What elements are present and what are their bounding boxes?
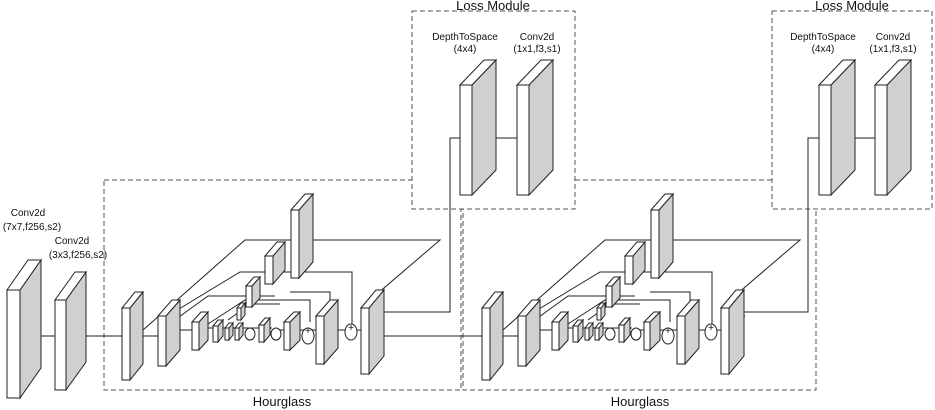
depth-to-space-label-2: DepthToSpace — [790, 32, 856, 43]
input-conv2-block — [54, 270, 87, 392]
loss-conv-params-2: (1x1,f3,s1) — [869, 44, 916, 55]
loss-module2-layers — [817, 58, 913, 197]
conv1-label-params: (7x7,f256,s2) — [3, 222, 61, 233]
conv2-label-params: (3x3,f256,s2) — [49, 250, 107, 261]
hourglass-box-1 — [103, 179, 462, 391]
depth-to-space-params-2: (4x4) — [812, 44, 835, 55]
add-operators: + + + + — [305, 323, 714, 337]
depth-to-space-params-1: (4x4) — [454, 44, 477, 55]
add-symbol: + — [708, 323, 714, 334]
add-symbol: + — [305, 326, 311, 337]
hourglass1-layers — [120, 192, 386, 382]
hourglass-label-2: Hourglass — [611, 394, 670, 409]
hourglass-label-1: Hourglass — [253, 394, 312, 409]
loss-module-title-2: Loss Module — [815, 0, 889, 13]
loss-conv-label-2: Conv2d — [876, 32, 910, 43]
loss-conv-label-1: Conv2d — [520, 32, 554, 43]
input-conv1-block — [6, 258, 42, 400]
hourglass2-layers — [480, 192, 746, 382]
conv1-label-name: Conv2d — [11, 208, 45, 219]
loss-module-title-1: Loss Module — [456, 0, 530, 13]
loss-module1-layers — [458, 58, 555, 197]
depth-to-space-label-1: DepthToSpace — [432, 32, 498, 43]
hourglass-box-2 — [462, 179, 817, 391]
add-symbol: + — [348, 323, 354, 334]
conv2-label-name: Conv2d — [55, 236, 89, 247]
loss-conv-params-1: (1x1,f3,s1) — [513, 44, 560, 55]
add-symbol: + — [665, 326, 671, 337]
